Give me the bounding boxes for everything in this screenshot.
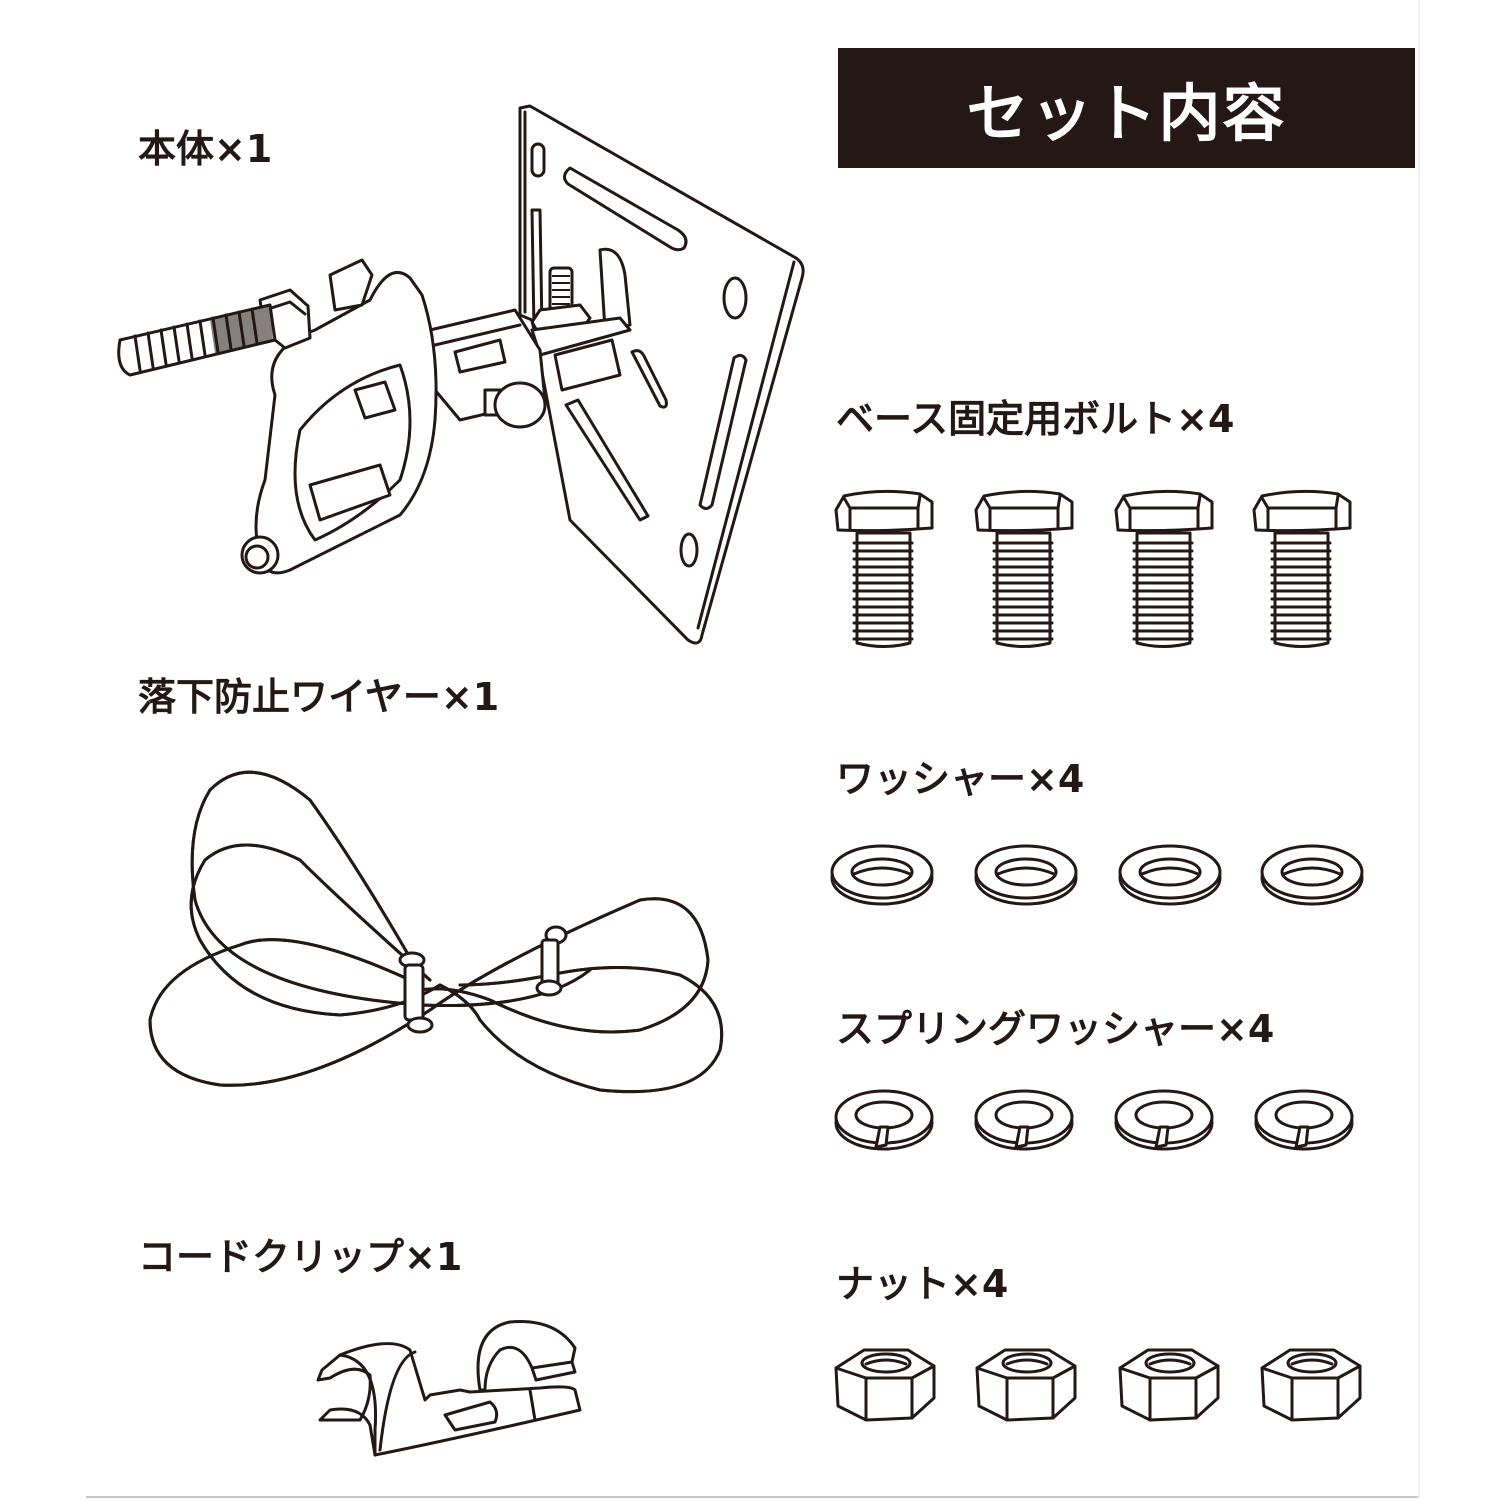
hex-bolt-icon <box>1252 489 1352 648</box>
item-label-drop-wire: 落下防止ワイヤー×1 <box>138 675 500 719</box>
hex-bolt-icon <box>834 489 934 648</box>
hex-nut-icon <box>975 1348 1077 1422</box>
item-label-spring-washer: スプリングワッシャー×4 <box>836 1007 1275 1051</box>
flat-washer-row <box>828 838 1368 908</box>
title-banner: セット内容 <box>838 48 1415 168</box>
spring-washer-icon <box>974 1089 1074 1151</box>
item-label-washer: ワッシャー×4 <box>836 757 1085 801</box>
flat-washer-icon <box>974 844 1078 906</box>
flat-washer-icon <box>1118 844 1222 906</box>
flat-washer-icon <box>830 844 934 906</box>
flat-washer-icon <box>1260 844 1364 906</box>
spring-washer-icon <box>1114 1089 1214 1151</box>
hex-nut-icon <box>834 1348 936 1422</box>
cord-clip-icon <box>300 1310 600 1460</box>
hex-nut-row <box>828 1340 1368 1430</box>
item-label-body: 本体×1 <box>138 127 273 171</box>
safety-wire-icon <box>140 760 740 1100</box>
hex-nut-icon <box>1260 1348 1362 1422</box>
hex-bolt-row <box>832 488 1362 658</box>
spring-washer-icon <box>834 1089 934 1151</box>
item-label-cord-clip: コードクリップ×1 <box>138 1235 463 1279</box>
hex-bolt-icon <box>974 489 1074 648</box>
hex-bolt-icon <box>1114 489 1214 648</box>
spring-washer-row <box>828 1085 1368 1155</box>
mount-bracket-clamp-icon <box>100 100 820 660</box>
hex-nut-icon <box>1118 1348 1220 1422</box>
page-title: セット内容 <box>966 77 1287 150</box>
item-label-base-bolt: ベース固定用ボルト×4 <box>836 397 1235 441</box>
spring-washer-icon <box>1254 1089 1354 1151</box>
frame-divider-right <box>1418 0 1420 1498</box>
item-label-nut: ナット×4 <box>836 1262 1009 1306</box>
frame-divider-bottom <box>86 1496 1418 1498</box>
